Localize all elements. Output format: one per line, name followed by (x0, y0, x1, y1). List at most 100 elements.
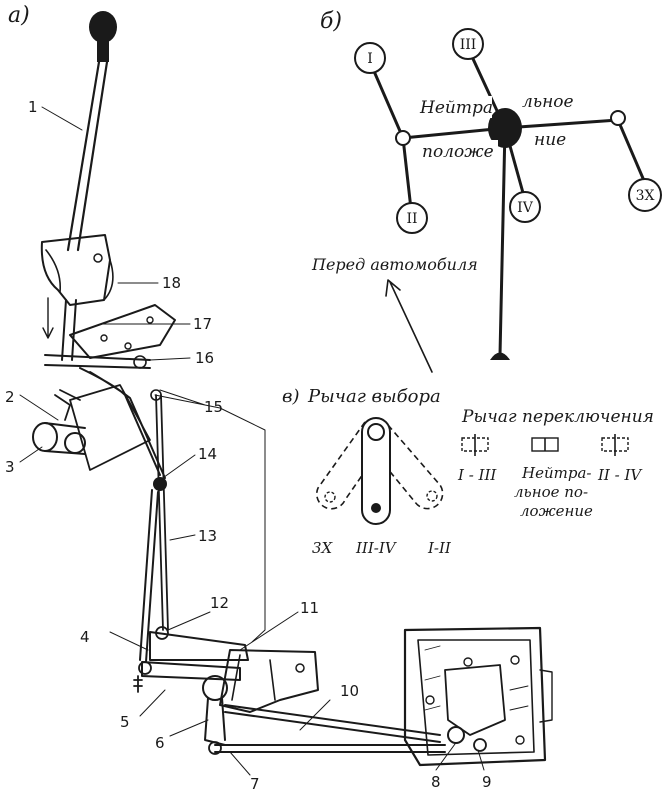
gearbox-inner (417, 639, 535, 756)
selector-position-3-4: III-IV (355, 539, 398, 557)
lever-housing (40, 234, 111, 306)
bracket-hole-1 (100, 334, 108, 342)
selector-hub (367, 423, 385, 441)
shift-gate-lines (368, 46, 647, 357)
gear-node-iii (452, 28, 484, 60)
gear-node-3x (628, 178, 662, 212)
gearbox-bolt-2 (510, 655, 520, 665)
rod-4-threaded-end (133, 675, 143, 693)
lever-lower-rod (61, 299, 77, 361)
part-number: 15 (204, 398, 223, 416)
switch-position-neutral-line-2: льное по- (514, 483, 588, 501)
selector-right-eye (426, 490, 438, 502)
part-number: 14 (198, 445, 217, 463)
neutral-text-bg-2 (520, 90, 588, 112)
rod-4 (139, 489, 159, 663)
neutral-text-bg-1 (418, 96, 492, 118)
gearbox-shaft-8 (447, 726, 465, 744)
bellcrank-6 (202, 675, 228, 701)
switch-slot-neutral (531, 437, 559, 452)
long-rod-7 (214, 744, 446, 753)
neutral-left-node (395, 130, 411, 146)
switch-position-neutral-line-3: ложение (520, 502, 593, 520)
pattern-lever-base (490, 352, 510, 360)
panel-b-shift-pattern: I II III IV 3X Нейтра льное положе ние П… (311, 28, 662, 373)
selector-center-arm (361, 417, 391, 525)
panel-label-b: б) (320, 9, 342, 34)
support-bracket-11-web (231, 654, 276, 701)
switch-position-i-iii: I - III (457, 466, 497, 484)
leader-lines (19, 106, 485, 776)
rod-7-end (208, 741, 222, 755)
part-number: 9 (482, 773, 492, 791)
lever-housing-curve (45, 249, 114, 301)
gearbox-hatch (424, 645, 529, 711)
gearbox-bolt-1 (463, 657, 473, 667)
part-number: 17 (193, 315, 212, 333)
rod-top-joint (150, 389, 162, 401)
switch-slot-ii-iv (601, 434, 629, 456)
rod-13 (155, 394, 169, 631)
bellcrank-6-arm (204, 697, 226, 746)
shaft-clamp (54, 389, 81, 421)
part-number: 4 (80, 628, 90, 646)
panel-v-selector: Рычаг выбора Рычаг переключения 3X III-I… (307, 386, 654, 557)
part-number: 10 (340, 682, 359, 700)
neutral-label-part-1: Нейтра (419, 98, 493, 118)
gear-node-ii (396, 202, 428, 234)
gearbox-housing (403, 626, 547, 767)
selector-position-1-2: I-II (427, 539, 452, 557)
gear-label-iii: III (460, 37, 477, 53)
selector-left-eye (324, 491, 336, 503)
part-number: 2 (5, 388, 15, 406)
panel-label-v: в) (282, 386, 300, 407)
shaft-body (44, 422, 86, 455)
bracket-plate (69, 304, 176, 359)
gear-label-ii: II (406, 211, 417, 227)
panel-a-drawing (19, 11, 553, 776)
part-number: 16 (195, 349, 214, 367)
part-number: 13 (198, 527, 217, 545)
gearbox-bolt-3 (515, 735, 525, 745)
part-number: 7 (250, 775, 260, 793)
gearbox-cover (444, 664, 506, 736)
ball-joint-upper (153, 477, 167, 491)
neutral-text-bg-3 (420, 140, 498, 162)
lever-knob-neck (97, 40, 109, 62)
selector-arm (79, 367, 166, 479)
neutral-right-node (610, 110, 626, 126)
part-number: 8 (431, 773, 441, 791)
gear-label-3x: 3X (636, 188, 655, 204)
long-rod-10 (224, 704, 441, 743)
lever-direction-arrow (42, 297, 54, 339)
support-bracket-hole (295, 663, 305, 673)
part-number: 6 (155, 734, 165, 752)
gearbox-bolt-4 (425, 695, 435, 705)
selector-lever-title: Рычаг выбора (307, 386, 441, 407)
switch-position-neutral-line-1: Нейтра- (521, 464, 591, 482)
selector-left-dashed (315, 421, 389, 510)
neutral-text-bg-4 (530, 128, 576, 150)
gearbox-shaft-9 (473, 738, 487, 752)
selector-right-dashed (367, 424, 444, 510)
shaft-nut-2 (64, 432, 86, 454)
vehicle-front-arrow (385, 279, 433, 373)
part-number: 11 (300, 599, 319, 617)
pivot-shaft (44, 354, 151, 369)
gear-node-i (354, 42, 386, 74)
switch-lever-title: Рычаг переключения (461, 407, 654, 427)
gear-label-i: I (367, 51, 373, 67)
switch-position-ii-iv: II - IV (597, 466, 643, 484)
lever-knob (89, 11, 117, 43)
neutral-label-part-2: льное (522, 92, 574, 112)
part-number-labels: 1 2 3 4 5 6 7 8 9 10 11 12 13 14 15 16 1… (5, 98, 492, 793)
part-number: 5 (120, 713, 130, 731)
lower-joint-5 (138, 661, 152, 675)
bracket-hole-3 (124, 342, 132, 350)
gear-node-iv (509, 191, 541, 223)
part-number: 18 (162, 274, 181, 292)
selector-pin (371, 503, 381, 513)
neutral-label-part-4: ние (534, 130, 566, 150)
